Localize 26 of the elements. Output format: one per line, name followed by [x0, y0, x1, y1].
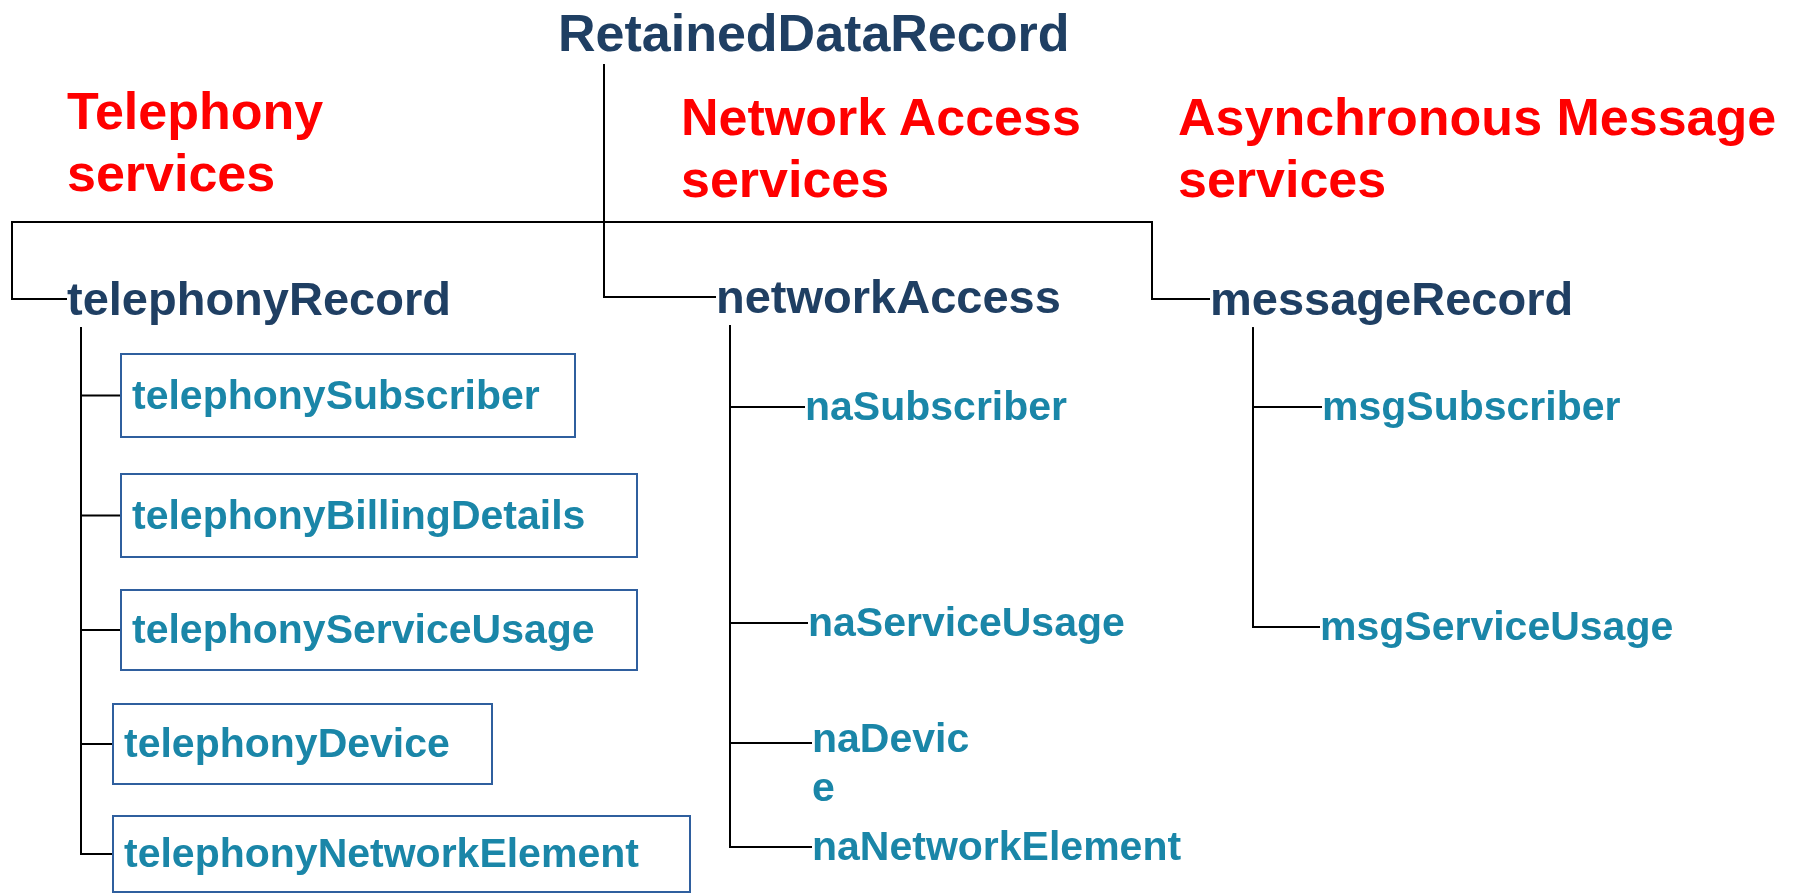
record-name: telephonyNetworkElement — [124, 829, 639, 879]
connector-line — [729, 324, 813, 848]
section-heading: Network Access services — [681, 87, 1082, 211]
connector-line — [80, 326, 113, 855]
record-name: telephonyServiceUsage — [132, 605, 595, 655]
field-label: msgSubscriber — [1322, 382, 1621, 432]
record-box — [120, 589, 638, 671]
record-label: networkAccess — [716, 268, 1061, 326]
record-label: telephonyRecord — [67, 270, 451, 328]
connector-line — [1252, 326, 1321, 628]
field-label: naServiceUsage — [808, 598, 1125, 648]
record-box — [120, 473, 638, 558]
field-label: naNetworkElement — [812, 822, 1182, 872]
field-label: naSubscriber — [805, 382, 1068, 432]
connector-line — [603, 63, 1211, 300]
record-box — [112, 703, 493, 785]
section-heading: Asynchronous Message services — [1178, 87, 1778, 211]
record-label: messageRecord — [1210, 270, 1574, 328]
section-heading: Telephony services — [67, 81, 325, 205]
record-box — [112, 815, 691, 893]
record-name: telephonySubscriber — [132, 370, 540, 420]
record-name: telephonyDevice — [124, 719, 450, 769]
field-label: msgServiceUsage — [1320, 602, 1674, 652]
root-label: RetainedDataRecord — [558, 1, 1070, 65]
record-name: telephonyBillingDetails — [132, 490, 586, 540]
record-box — [120, 353, 576, 438]
